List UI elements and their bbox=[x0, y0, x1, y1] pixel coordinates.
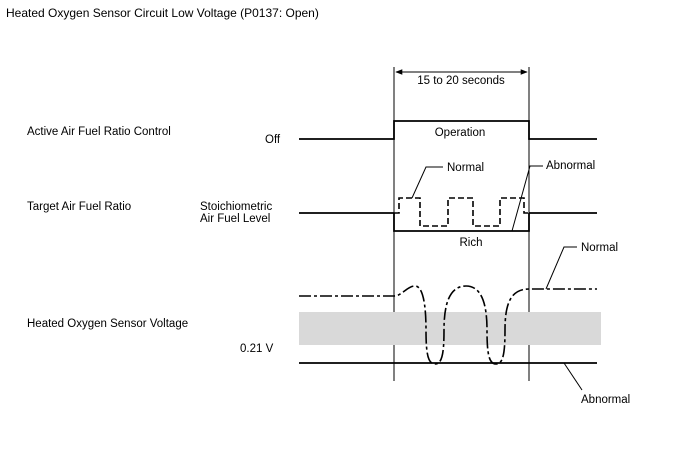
threshold-voltage-label: 0.21 V bbox=[240, 343, 274, 355]
active-control-label: Active Air Fuel Ratio Control bbox=[27, 126, 171, 138]
control-operation-label: Operation bbox=[435, 127, 486, 139]
diagram-title: Heated Oxygen Sensor Circuit Low Voltage… bbox=[6, 6, 319, 20]
target-ratio-label: Target Air Fuel Ratio bbox=[27, 201, 131, 213]
target-normal-signal bbox=[394, 197, 529, 227]
stoichiometric-label: Stoichiometric bbox=[200, 201, 272, 213]
target-abnormal-signal bbox=[393, 213, 530, 232]
active-control-signal bbox=[299, 120, 597, 140]
abnormal-sensor-callout: Abnormal bbox=[581, 394, 630, 406]
voltage-threshold-band bbox=[299, 312, 601, 345]
time-window-label: 15 to 20 seconds bbox=[417, 75, 505, 87]
air-fuel-level-label: Air Fuel Level bbox=[200, 213, 270, 225]
rich-label: Rich bbox=[459, 237, 482, 249]
normal-target-leader bbox=[411, 166, 443, 199]
normal-sensor-leader bbox=[545, 246, 577, 290]
sensor-voltage-label: Heated Oxygen Sensor Voltage bbox=[27, 318, 188, 330]
abnormal-target-callout: Abnormal bbox=[546, 160, 595, 172]
normal-target-callout: Normal bbox=[447, 162, 484, 174]
control-off-label: Off bbox=[265, 134, 281, 146]
sensor-normal-signal bbox=[299, 285, 597, 365]
normal-sensor-callout: Normal bbox=[581, 242, 618, 254]
abnormal-target-leader bbox=[511, 165, 543, 232]
abnormal-sensor-leader bbox=[563, 362, 583, 391]
